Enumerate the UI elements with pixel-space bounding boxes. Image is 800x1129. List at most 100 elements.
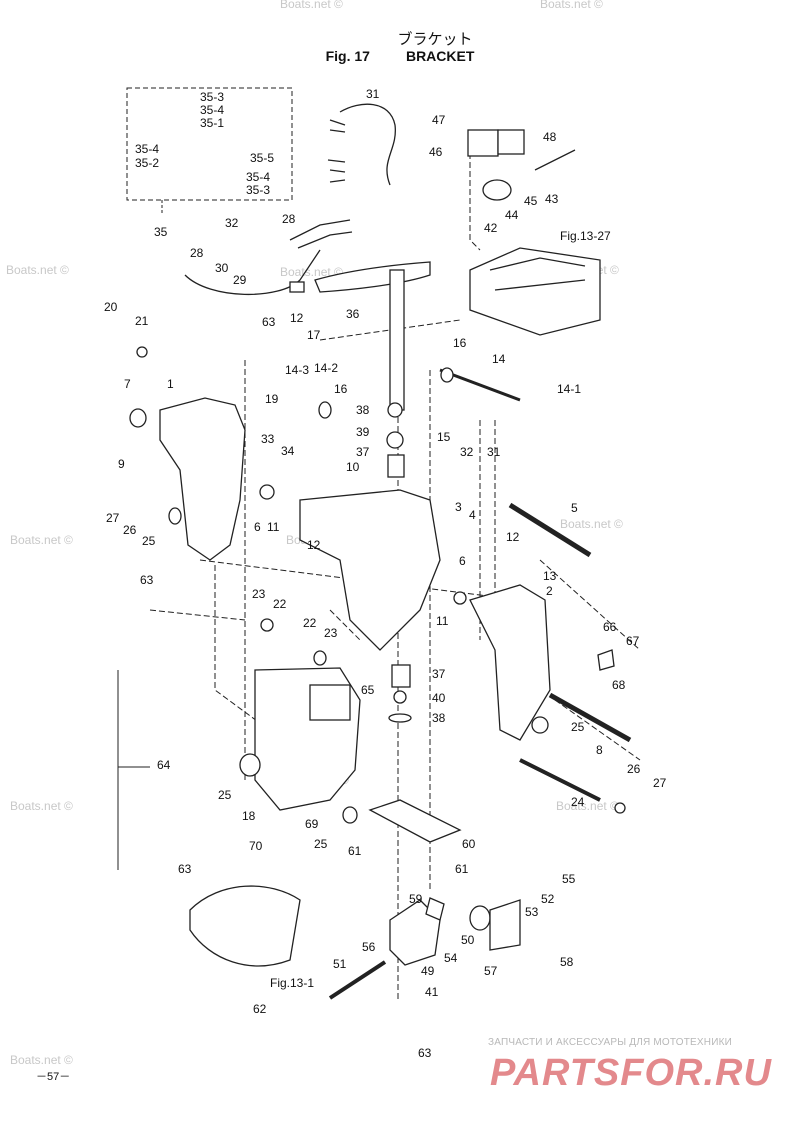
callout: 32 [460,445,474,459]
callout: 16 [453,336,467,350]
callout: 54 [444,951,458,965]
callout: 28 [282,212,296,226]
callout: 31 [366,87,380,101]
shop-logo: PARTSFOR.RU [490,1052,772,1094]
callout: 63 [140,573,154,587]
callout: 42 [484,221,498,235]
callout: 51 [333,957,347,971]
shop-tagline: ЗАПЧАСТИ И АКСЕССУАРЫ ДЛЯ МОТОТЕХНИКИ [488,1037,733,1048]
callout: 35 [154,225,168,239]
callout: 6 [254,520,261,534]
callout: 27 [106,511,120,525]
callout: 20 [104,300,118,314]
callout: 31 [487,445,501,459]
callout: 22 [273,597,287,611]
watermark: Boats.net © [280,0,343,11]
callout: 27 [653,776,667,790]
callout: 49 [421,964,435,978]
callout: 7 [124,377,131,391]
callout: 6 [459,554,466,568]
callout: 10 [346,460,360,474]
callout: 35-3 [246,183,270,197]
watermark: Boats.net © [10,1053,73,1067]
callout: 58 [560,955,574,969]
callout: 48 [543,130,557,144]
callout: 30 [215,261,229,275]
callout: 14-1 [557,382,581,396]
callout: 36 [346,307,360,321]
callout: 35-5 [250,151,274,165]
callout: 70 [249,839,263,853]
callout: 35-4 [200,103,224,117]
callout: 44 [505,208,519,222]
title-japanese: ブラケット [397,30,473,48]
callout: 17 [307,328,321,342]
callout: 35-1 [200,116,224,130]
callout: 39 [356,425,370,439]
callout: 16 [334,382,348,396]
callout: 45 [524,194,538,208]
callout: 2 [546,584,553,598]
figure-reference: Fig.13-1 [270,976,314,990]
callout: 35-4 [246,170,270,184]
watermark: Boats.net © [280,265,343,279]
watermark: Boats.net © [6,263,69,277]
kit-35-box [126,87,293,201]
callout: 62 [253,1002,267,1016]
callout: 57 [484,964,498,978]
watermark: Boats.net © [10,799,73,813]
callout: 18 [242,809,256,823]
watermark: Boats.net © [556,799,619,813]
callout: 43 [545,192,559,206]
watermark: Boats.net © [10,533,73,547]
callout: 34 [281,444,295,458]
callout: 22 [303,616,317,630]
callout: 47 [432,113,446,127]
callout: 61 [348,844,362,858]
callout: 59 [409,892,423,906]
callout: 32 [225,216,239,230]
callout: 61 [455,862,469,876]
callout: 68 [612,678,626,692]
callout: 25 [218,788,232,802]
callout: 28 [190,246,204,260]
callout: 37 [356,445,370,459]
callout: 55 [562,872,576,886]
callout: 12 [506,530,520,544]
callout: 15 [437,430,451,444]
callout: 37 [432,667,446,681]
callout: 19 [265,392,279,406]
callout: 35-4 [135,142,159,156]
callout: 24 [571,795,585,809]
callout: 13 [543,569,557,583]
callout: 21 [135,314,149,328]
watermark: Boats.net © [540,0,603,11]
figure-reference: Fig.13-27 [560,229,611,243]
callout: 46 [429,145,443,159]
callout: 38 [432,711,446,725]
callout: 11 [436,614,449,628]
callout: 66 [603,620,617,634]
callout: 12 [307,538,321,552]
callout: 35-2 [135,156,159,170]
callout: 25 [571,720,585,734]
callout: 56 [362,940,376,954]
callout: 41 [425,985,439,999]
callout: 5 [571,501,578,515]
figure-number: Fig. 17 [325,48,370,64]
callout: 29 [233,273,247,287]
callout: 50 [461,933,475,947]
callout: 25 [142,534,156,548]
page-number: －57－ [36,1071,71,1083]
callout: 64 [157,758,171,772]
callout: 63 [178,862,192,876]
callout: 65 [361,683,375,697]
callout: 53 [525,905,539,919]
callout: 52 [541,892,555,906]
callout: 67 [626,634,640,648]
callout: 60 [462,837,476,851]
callout: 40 [432,691,446,705]
callout-labels: 35-3 35-4 35-1 35-4 35-2 35-5 35-4 35-3 … [104,87,667,1060]
callout: 26 [627,762,641,776]
